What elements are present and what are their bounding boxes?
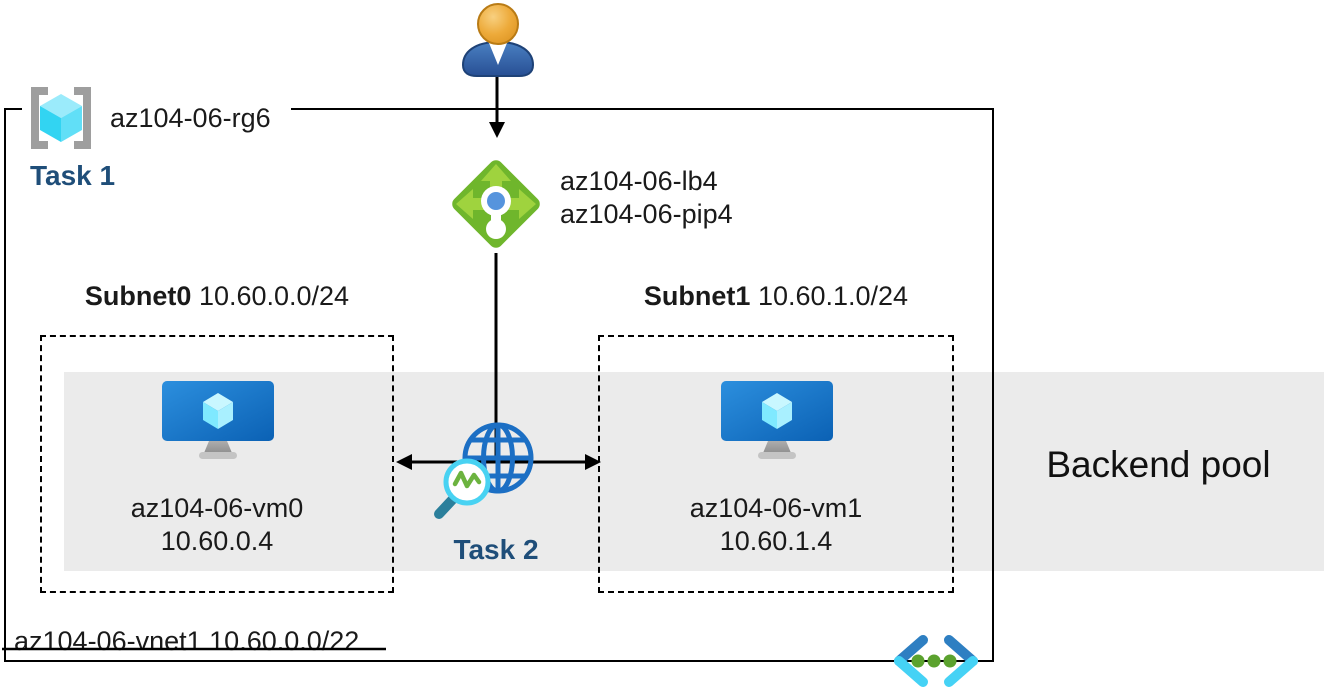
vnet-name: az104-06-vnet1 — [14, 626, 202, 656]
subnet0-cidr: 10.60.0.0/24 — [198, 281, 350, 311]
subnet0-name: Subnet0 — [84, 281, 192, 311]
person-icon — [456, 2, 540, 78]
backend-pool-label: Backend pool — [1046, 444, 1271, 485]
network-watcher-icon — [426, 418, 542, 528]
vnet-label: az104-06-vnet1 10.60.0.0/22 — [14, 626, 359, 657]
magnifier-icon — [434, 458, 491, 519]
load-balancer-icon — [443, 151, 549, 257]
load-balancer-name: az104-06-lb4 — [560, 166, 718, 196]
load-balancer-labels: az104-06-lb4 az104-06-pip4 — [560, 165, 733, 231]
virtual-network-icon — [890, 634, 982, 688]
subnet1-cidr: 10.60.1.0/24 — [757, 281, 909, 311]
virtual-machine-icon — [720, 380, 834, 460]
vm1-labels: az104-06-vm1 10.60.1.4 — [598, 492, 954, 558]
resource-group-icon — [22, 85, 100, 151]
globe-icon — [462, 422, 534, 494]
vm1-name: az104-06-vm1 — [689, 493, 863, 523]
subnet0-label: Subnet0 10.60.0.0/24 — [40, 281, 394, 312]
vm0-name: az104-06-vm0 — [130, 493, 304, 523]
resource-group-box — [4, 108, 994, 662]
vm0-labels: az104-06-vm0 10.60.0.4 — [40, 492, 394, 558]
resource-group-name: az104-06-rg6 — [110, 102, 271, 133]
vm1-ip: 10.60.1.4 — [719, 526, 833, 556]
subnet0-box — [40, 335, 394, 593]
task1-label: Task 1 — [30, 160, 116, 191]
task2-label: Task 2 — [453, 534, 539, 565]
virtual-machine-icon — [161, 380, 275, 460]
subnet1-name: Subnet1 — [643, 281, 751, 311]
subnet1-label: Subnet1 10.60.1.0/24 — [598, 281, 954, 312]
vm0-ip: 10.60.0.4 — [160, 526, 274, 556]
vnet-cidr: 10.60.0.0/22 — [209, 626, 360, 656]
public-ip-name: az104-06-pip4 — [560, 199, 733, 229]
resource-group-header: az104-06-rg6 — [22, 85, 291, 151]
